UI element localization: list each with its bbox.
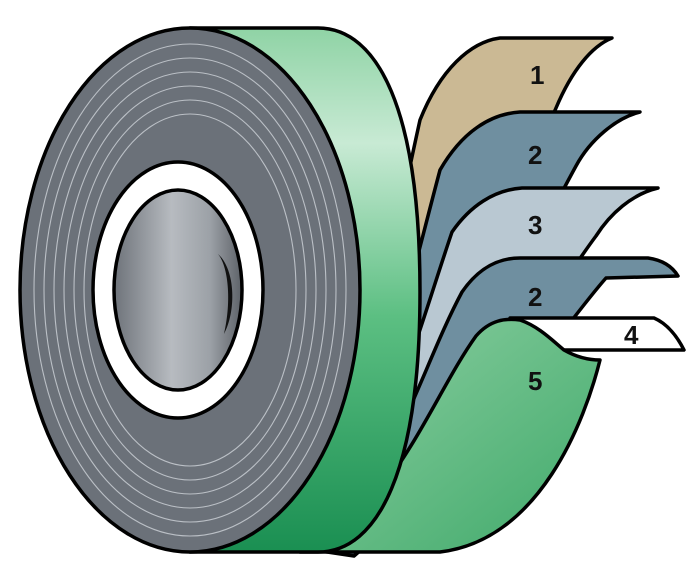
- label-layer-3: 3: [528, 210, 542, 240]
- label-layer-4: 4: [624, 320, 639, 350]
- layer-labels: 1 2 3 2 4 5: [528, 60, 639, 396]
- core-hole: [112, 188, 244, 392]
- label-layer-5: 5: [528, 366, 542, 396]
- label-layer-1: 1: [530, 60, 544, 90]
- layer-5-sheet: [298, 317, 602, 554]
- label-layer-2-bottom: 2: [528, 282, 542, 312]
- roll-grooves: [33, 43, 347, 537]
- tape-roll: [18, 26, 422, 554]
- core-hole-shadow: [218, 254, 233, 334]
- label-layer-2-top: 2: [528, 140, 542, 170]
